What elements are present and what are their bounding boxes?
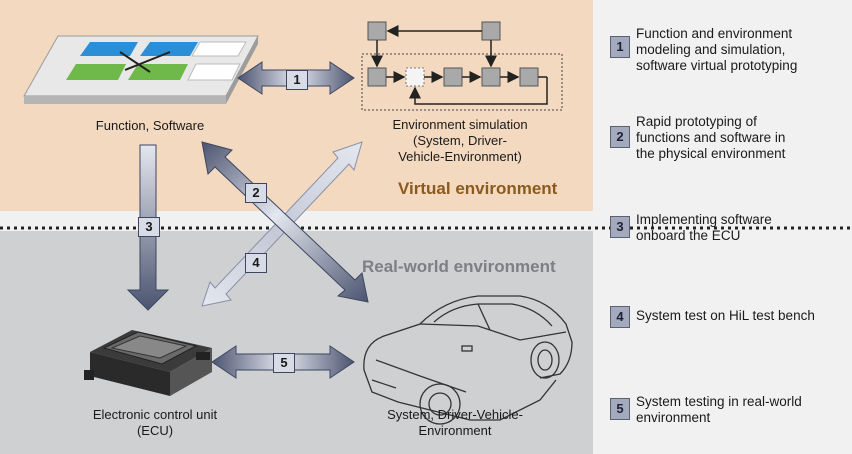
legend-text-2: Rapid prototyping of functions and softw… — [636, 114, 846, 162]
legend-text-4: System test on HiL test bench — [636, 308, 846, 324]
env-simulation-label: Environment simulation (System, Driver- … — [340, 117, 580, 165]
ecu-line-1: Electronic control unit — [92, 407, 218, 422]
legend-text-5: System testing in real-world environment — [636, 394, 846, 426]
legend-5-line-1: System testing in real-world — [636, 394, 802, 409]
legend-1-line-3: software virtual prototyping — [636, 58, 798, 73]
legend-text-1: Function and environment modeling and si… — [636, 26, 846, 74]
legend: 1 Function and environment modeling and … — [600, 0, 850, 454]
legend-item-4: 4 System test on HiL test bench — [600, 306, 850, 332]
legend-2-line-3: the physical environment — [636, 146, 786, 161]
legend-2-line-2: functions and software in — [636, 130, 786, 145]
vehicle-drawing — [363, 295, 573, 425]
real-env-title: Real-world environment — [362, 257, 556, 276]
ecu-label: Electronic control unit (ECU) — [55, 407, 255, 439]
arrow-1-label: 1 — [286, 70, 308, 90]
env-sim-line-2: (System, Driver- — [413, 133, 507, 148]
legend-item-2: 2 Rapid prototyping of functions and sof… — [600, 114, 850, 166]
function-software-board — [23, 35, 259, 104]
legend-3-line-1: Implementing software — [636, 212, 772, 227]
legend-4-line-1: System test on HiL test bench — [636, 308, 815, 323]
legend-text-3: Implementing software onboard the ECU — [636, 212, 846, 244]
env-sim-line-1: Environment simulation — [392, 117, 528, 132]
legend-num-5: 5 — [610, 398, 630, 420]
ecu-line-2: (ECU) — [136, 423, 174, 438]
legend-1-line-1: Function and environment — [636, 26, 793, 41]
function-software-label: Function, Software — [95, 118, 205, 133]
virtual-env-title: Virtual environment — [398, 179, 558, 198]
legend-item-5: 5 System testing in real-world environme… — [600, 394, 850, 430]
env-simulation-diagram — [361, 21, 563, 111]
arrow-2-label: 2 — [245, 183, 267, 203]
legend-item-1: 1 Function and environment modeling and … — [600, 26, 850, 78]
legend-5-line-2: environment — [636, 410, 711, 425]
arrow-4-label: 4 — [245, 253, 267, 273]
system-label: System, Driver-Vehicle- Environment — [345, 407, 565, 439]
arrow-5-label: 5 — [273, 353, 295, 373]
env-sim-line-3: Vehicle-Environment) — [398, 149, 522, 164]
system-line-1: System, Driver-Vehicle- — [387, 407, 523, 422]
legend-1-line-2: modeling and simulation, — [636, 42, 786, 57]
legend-2-line-1: Rapid prototyping of — [636, 114, 757, 129]
arrow-3-label: 3 — [138, 217, 160, 237]
legend-3-line-2: onboard the ECU — [636, 228, 741, 243]
legend-num-3: 3 — [610, 216, 630, 238]
real-env-region — [0, 231, 593, 454]
arrow-2 — [201, 141, 369, 303]
legend-num-2: 2 — [610, 126, 630, 148]
system-line-2: Environment — [418, 423, 492, 438]
ecu-device — [84, 330, 212, 396]
legend-num-1: 1 — [610, 36, 630, 58]
legend-num-4: 4 — [610, 306, 630, 328]
legend-item-3: 3 Implementing software onboard the ECU — [600, 212, 850, 248]
